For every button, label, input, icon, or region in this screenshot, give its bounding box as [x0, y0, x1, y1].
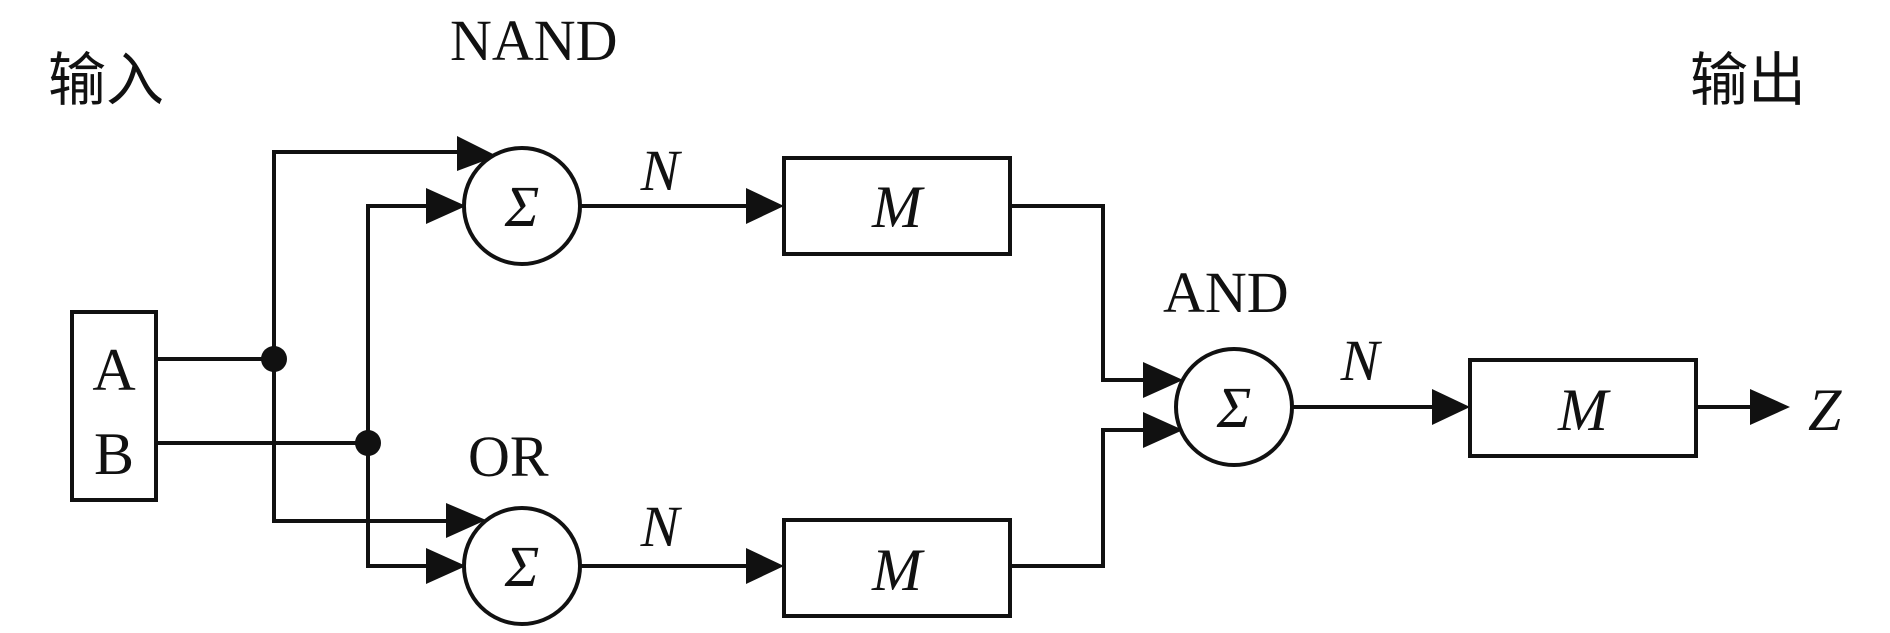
or-sigma: Σ: [504, 534, 539, 599]
and-sigma: Σ: [1216, 375, 1251, 440]
and-label: AND: [1163, 260, 1289, 325]
arrow-nand-m: [746, 188, 784, 224]
input-box: [70, 310, 158, 502]
arrow-nand-and: [1143, 362, 1183, 398]
arrow-output: [1750, 389, 1790, 425]
or-signal-label: N: [640, 494, 683, 559]
wire-nand-and: [1008, 204, 1152, 382]
input-a-label: A: [92, 337, 135, 403]
output-heading: 输出: [1690, 46, 1806, 114]
and-m-block: [1468, 358, 1698, 458]
junction-a: [261, 346, 287, 372]
output-z-label: Z: [1808, 377, 1842, 443]
or-m-label: M: [871, 537, 925, 603]
and-m-label: M: [1557, 377, 1611, 443]
input-heading: 输入: [48, 46, 164, 114]
wire-or-and: [1008, 428, 1152, 568]
arrow-and-m: [1432, 389, 1470, 425]
nand-sigma: Σ: [504, 174, 539, 239]
input-b-label: B: [94, 421, 134, 487]
or-label: OR: [468, 424, 549, 489]
arrow-b-nand: [426, 188, 466, 224]
input-wires: [154, 150, 472, 568]
nand-label: NAND: [450, 8, 618, 73]
arrow-a-or: [446, 503, 486, 538]
arrow-or-m: [746, 548, 784, 584]
arrow-or-and: [1143, 412, 1183, 448]
arrow-a-nand: [457, 136, 497, 171]
nand-signal-label: N: [640, 138, 683, 203]
and-signal-label: N: [1340, 328, 1383, 393]
junction-b: [355, 430, 381, 456]
arrow-b-or: [426, 548, 466, 584]
nand-m-label: M: [871, 174, 925, 240]
